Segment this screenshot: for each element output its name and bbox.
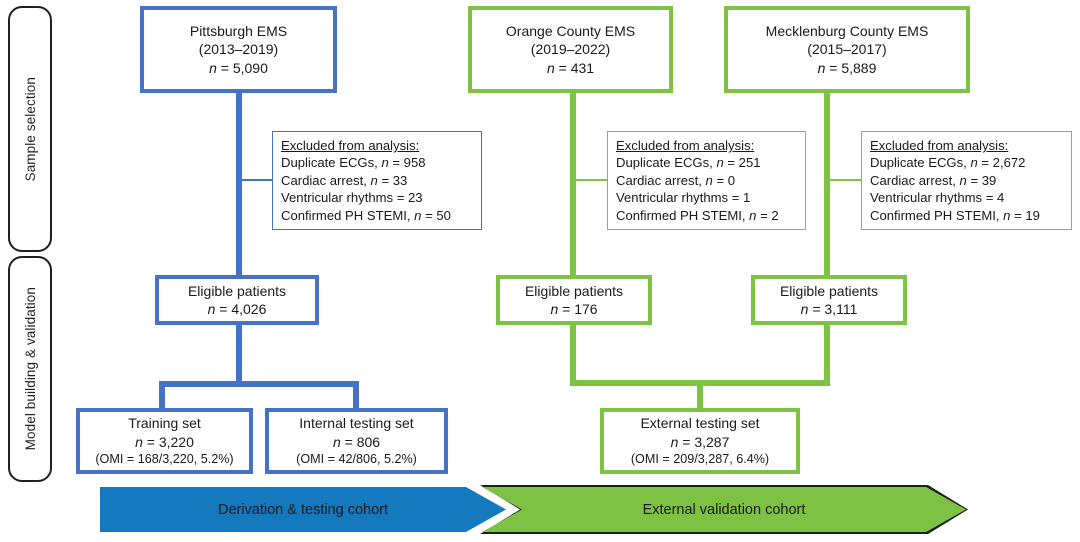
node-count: n = 431: [546, 59, 595, 76]
exclusion-item: Cardiac arrest, n = 0: [616, 172, 736, 188]
phase-label-model-building: Model building & validation: [8, 256, 52, 482]
node-line-1: Pittsburgh EMS: [189, 22, 288, 39]
exclusion-item: Duplicate ECGs, n = 2,672: [870, 155, 1026, 171]
connector-split-bar-blue: [159, 381, 359, 387]
exclusion-item: Duplicate ECGs, n = 958: [281, 155, 426, 171]
connector-pittsburgh-vertical: [236, 91, 242, 278]
exclusion-item: Ventricular rhythms = 4: [870, 190, 1005, 206]
connector-mecklenburg-vertical: [824, 91, 830, 278]
node-mecklenburg-county-ems: Mecklenburg County EMS (2015–2017) n = 5…: [724, 6, 970, 93]
node-eligible-pittsburgh: Eligible patients n = 4,026: [155, 275, 319, 325]
node-training-set: Training set n = 3,220 (OMI = 168/3,220,…: [76, 408, 253, 474]
node-internal-testing-set: Internal testing set n = 806 (OMI = 42/8…: [265, 408, 448, 474]
banner-derivation-testing-cohort: Derivation & testing cohort: [100, 487, 506, 532]
node-pittsburgh-ems: Pittsburgh EMS (2013–2019) n = 5,090: [140, 6, 337, 93]
connector-orange-vertical: [570, 91, 576, 278]
connector-orange-exclusion: [572, 179, 608, 181]
banner-label: External validation cohort: [642, 501, 806, 518]
exclusion-item: Cardiac arrest, n = 39: [870, 172, 997, 188]
connector-mecklenburg-exclusion: [826, 179, 862, 181]
node-line-1: Eligible patients: [187, 282, 287, 299]
exclusion-item: Confirmed PH STEMI, n = 50: [281, 207, 451, 223]
banner-label: Derivation & testing cohort: [217, 501, 389, 518]
phase-label-sample-selection: Sample selection: [8, 6, 52, 252]
node-count: n = 176: [550, 301, 598, 317]
exclusions-pittsburgh: Excluded from analysis: Duplicate ECGs, …: [272, 131, 482, 230]
node-detail: (OMI = 168/3,220, 5.2%): [95, 452, 234, 467]
phase-label-text: Sample selection: [22, 76, 38, 182]
exclusion-heading: Excluded from analysis:: [281, 138, 420, 153]
connector-split-left-blue: [159, 381, 165, 410]
node-eligible-mecklenburg: Eligible patients n = 3,111: [751, 275, 907, 325]
exclusion-item: Ventricular rhythms = 1: [616, 190, 751, 206]
connector-merge-down-green: [697, 380, 703, 410]
node-count: n = 5,090: [209, 59, 268, 76]
node-line-1: Orange County EMS: [505, 22, 636, 39]
exclusion-item: Ventricular rhythms = 23: [281, 190, 423, 206]
node-count: n = 4,026: [207, 301, 267, 317]
node-line-1: Eligible patients: [524, 282, 624, 299]
exclusion-item: Confirmed PH STEMI, n = 2: [616, 207, 779, 223]
node-line-1: Mecklenburg County EMS: [765, 22, 929, 39]
node-eligible-orange-county: Eligible patients n = 176: [496, 275, 652, 325]
exclusions-mecklenburg: Excluded from analysis: Duplicate ECGs, …: [861, 131, 1072, 230]
node-line-2: (2019–2022): [530, 41, 611, 58]
node-line-1: Eligible patients: [779, 282, 879, 299]
exclusion-heading: Excluded from analysis:: [616, 138, 755, 153]
node-orange-county-ems: Orange County EMS (2019–2022) n = 431: [468, 6, 673, 93]
connector-eligible-down-blue: [236, 323, 242, 386]
exclusion-item: Confirmed PH STEMI, n = 19: [870, 207, 1040, 223]
node-count: n = 3,220: [135, 433, 194, 450]
connector-eligible-mecklenburg-down: [824, 323, 830, 386]
banner-external-validation-cohort: External validation cohort: [482, 487, 966, 532]
exclusion-heading: Excluded from analysis:: [870, 138, 1009, 153]
phase-label-text: Model building & validation: [22, 287, 38, 451]
node-detail: (OMI = 42/806, 5.2%): [296, 452, 417, 467]
exclusion-item: Cardiac arrest, n = 33: [281, 172, 408, 188]
node-count: n = 3,111: [800, 301, 858, 317]
node-line-2: (2013–2019): [198, 41, 279, 58]
node-count: n = 5,889: [817, 59, 877, 76]
node-detail: (OMI = 209/3,287, 6.4%): [630, 452, 770, 467]
node-line-1: External testing set: [640, 415, 760, 432]
node-external-testing-set: External testing set n = 3,287 (OMI = 20…: [600, 408, 800, 474]
connector-pittsburgh-exclusion: [238, 179, 274, 181]
exclusions-orange-county: Excluded from analysis: Duplicate ECGs, …: [607, 131, 806, 230]
node-count: n = 3,287: [670, 433, 730, 450]
node-count: n = 806: [332, 433, 381, 450]
node-line-1: Internal testing set: [299, 415, 414, 432]
connector-eligible-orange-down: [570, 323, 576, 386]
node-line-2: (2015–2017): [807, 41, 887, 58]
node-line-1: Training set: [128, 415, 201, 432]
exclusion-item: Duplicate ECGs, n = 251: [616, 155, 761, 171]
connector-split-right-blue: [353, 381, 359, 410]
